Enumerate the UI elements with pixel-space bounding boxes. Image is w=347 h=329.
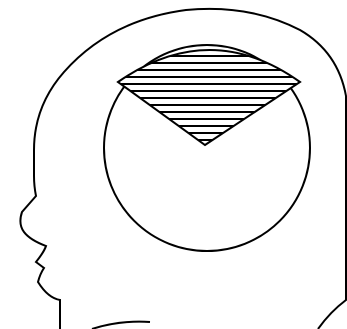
base-shoulder-line — [92, 322, 150, 329]
hatch-lines — [110, 42, 310, 140]
hatched-triangle-wedge — [110, 42, 310, 145]
